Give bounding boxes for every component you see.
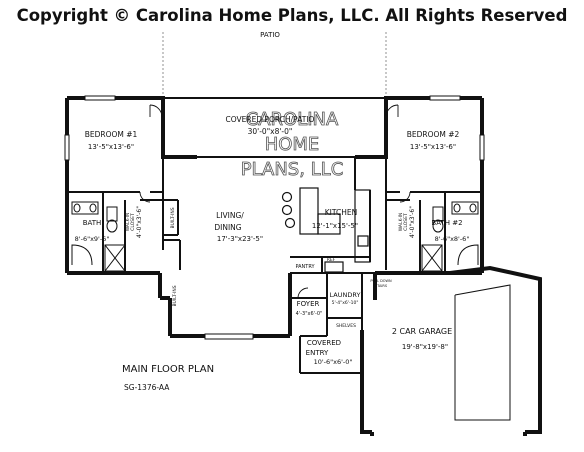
foyer-size: 4'-3"x6'-0" — [296, 311, 323, 317]
stairs-label: STAIRS — [375, 284, 388, 288]
bedroom-1-size: 13'-5"x13'-6" — [88, 143, 134, 151]
kitchen-name: KITCHEN — [325, 208, 358, 217]
walkin-1-label: WALK-IN — [125, 213, 131, 232]
closet-2-label: CLOSET — [403, 213, 409, 231]
patio-label: PATIO — [260, 31, 280, 39]
bar-stools — [281, 191, 296, 229]
walkin-2-size: 4'-0"x3'-6" — [409, 206, 416, 238]
interior-walls — [67, 97, 482, 374]
pull-down-label: PULL DOWN — [370, 279, 392, 283]
closet-1-label: CLOSET — [130, 213, 136, 231]
exterior-walls — [65, 96, 542, 436]
porch-size: 30'-0"x8'-0" — [248, 127, 293, 136]
living-size: 17'-3"x23'-5" — [217, 235, 263, 243]
windows — [64, 95, 485, 340]
kitchen-island — [299, 187, 371, 273]
bath-1-size: 8'-6"x9'-6" — [75, 235, 110, 243]
bath-2-size: 8'-6"x8'-6" — [435, 235, 470, 243]
patio-guides — [162, 32, 387, 98]
bedroom-2-name: BEDROOM #2 — [407, 130, 460, 139]
walkin-1: WALK-IN CLOSET 4'-0"x3'-6" — [125, 206, 143, 238]
watermark-line-1: CAROLINA — [246, 109, 339, 130]
walkin-2: WALK-IN CLOSET 4'-0"x3'-6" — [398, 206, 416, 238]
plan-title: MAIN FLOOR PLAN — [122, 364, 214, 375]
kitchen-size: 12'-1"x15'-5" — [312, 222, 358, 230]
living-name-2: DINING — [214, 223, 241, 232]
bath-fixtures — [71, 201, 479, 272]
plan-code: SG-1376-AA — [124, 383, 170, 392]
watermark-logo: CAROLINA HOME PLANS, LLC — [240, 109, 344, 181]
living-name-1: LIVING/ — [216, 211, 244, 220]
garage-name: 2 CAR GARAGE — [392, 327, 452, 336]
garage-door-ramp — [454, 284, 511, 421]
door-swings — [139, 104, 411, 299]
entry-size: 10'-6"x6'-0" — [314, 358, 353, 366]
entry-name-1: COVERED — [307, 339, 341, 347]
entry-name-2: ENTRY — [306, 349, 329, 357]
bath-1-name: BATH — [83, 219, 102, 227]
laundry-size: 5'-4"x6'-10" — [332, 300, 359, 306]
bedroom-2-size: 13'-5"x13'-6" — [410, 143, 456, 151]
walkin-1-size: 4'-0"x3'-6" — [136, 206, 143, 238]
bath-2-name: BATH #2 — [431, 219, 462, 227]
laundry-name: LAUNDRY — [330, 291, 361, 299]
pantry-label: PANTRY — [295, 264, 315, 270]
bedroom-1-name: BEDROOM #1 — [85, 130, 138, 139]
built-ins-1: BUILT-INS — [170, 207, 176, 228]
foyer-name: FOYER — [297, 300, 320, 308]
watermark-line-3: PLANS, LLC — [241, 159, 344, 180]
ref-label: REF — [327, 257, 336, 263]
walkin-2-label: WALK-IN — [398, 213, 404, 232]
porch-name: COVERED PORCH/PATIO — [226, 115, 315, 124]
watermark-line-2: HOME — [265, 134, 320, 155]
garage-size: 19'-8"x19'-8" — [402, 343, 448, 351]
copyright-notice: Copyright © Carolina Home Plans, LLC. Al… — [16, 6, 568, 25]
built-ins-2: BUILT-INS — [172, 285, 178, 306]
shelves-label: SHELVES — [336, 323, 356, 329]
